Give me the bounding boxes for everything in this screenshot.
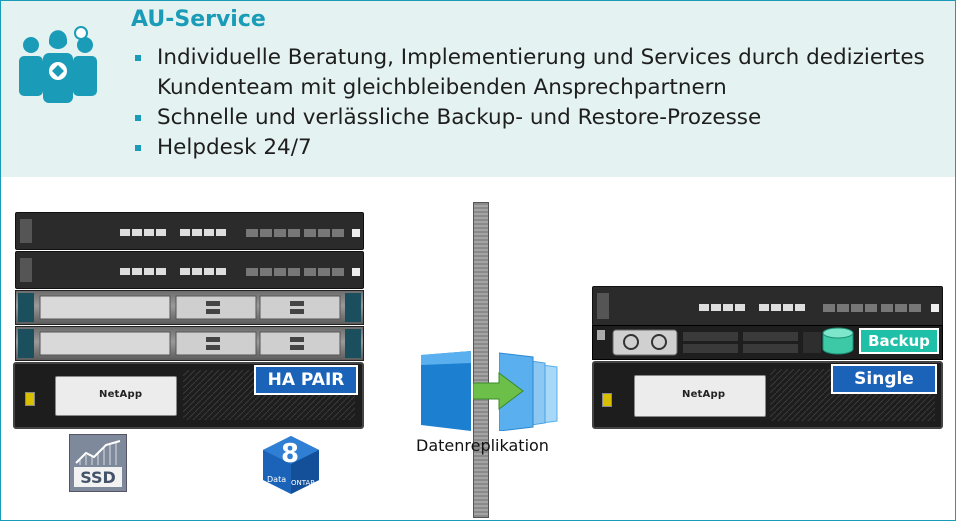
netapp-logo: NetApp: [682, 389, 726, 400]
bullet-marker: [135, 55, 141, 61]
bullet-item: Individuelle Beratung, Implementierung u…: [131, 43, 955, 103]
replication-arrow-icon: [473, 372, 524, 410]
replication-column: [473, 202, 489, 518]
bullet-marker: [135, 115, 141, 121]
bullet-text: Helpdesk 24/7: [157, 135, 312, 160]
status-led: [602, 393, 612, 407]
server-front: [18, 293, 361, 322]
switch-ports: [20, 219, 360, 243]
ontap-number: 8: [281, 439, 300, 469]
replication-label: Datenreplikation: [416, 436, 549, 455]
bullet-list: Individuelle Beratung, Implementierung u…: [131, 43, 955, 163]
bullet-marker: [135, 145, 141, 151]
bullet-item: Schnelle und verlässliche Backup- und Re…: [131, 103, 955, 133]
ssd-icon: SSD: [69, 434, 127, 492]
switch-ports: [597, 293, 939, 319]
switch-ports: [20, 258, 360, 282]
replication-source-icon: [421, 351, 471, 431]
bullet-item: Helpdesk 24/7: [131, 133, 955, 163]
status-led: [25, 392, 35, 406]
network-switch: [15, 251, 364, 289]
bullet-text: Individuelle Beratung, Implementierung u…: [157, 45, 925, 100]
database-icon: [822, 327, 854, 355]
network-switch: [15, 212, 364, 250]
tape-unit-front: [597, 329, 821, 356]
rack-server: [15, 326, 364, 361]
bullet-text: Schnelle und verlässliche Backup- und Re…: [157, 105, 762, 130]
ha-pair-label: HA PAIR: [254, 365, 358, 395]
ontap-name-text: ONTAP: [291, 479, 315, 487]
ssd-label: SSD: [80, 468, 116, 487]
header-panel: AU-Service Individuelle Beratung, Implem…: [1, 1, 955, 177]
ontap-data-text: Data: [267, 475, 287, 484]
storage-bezel: [55, 376, 177, 416]
rack-server: [15, 290, 364, 325]
network-switch: [592, 286, 943, 326]
backup-label: Backup: [859, 328, 939, 354]
ssd-chart-icon: [74, 440, 122, 487]
single-label: Single: [831, 364, 937, 394]
data-ontap-cube-icon: [263, 436, 319, 494]
storage-bezel: [634, 375, 766, 417]
netapp-logo: NetApp: [99, 389, 143, 400]
section-title: AU-Service: [131, 7, 266, 32]
server-front: [18, 329, 361, 358]
customer-team-icon: [19, 26, 97, 103]
